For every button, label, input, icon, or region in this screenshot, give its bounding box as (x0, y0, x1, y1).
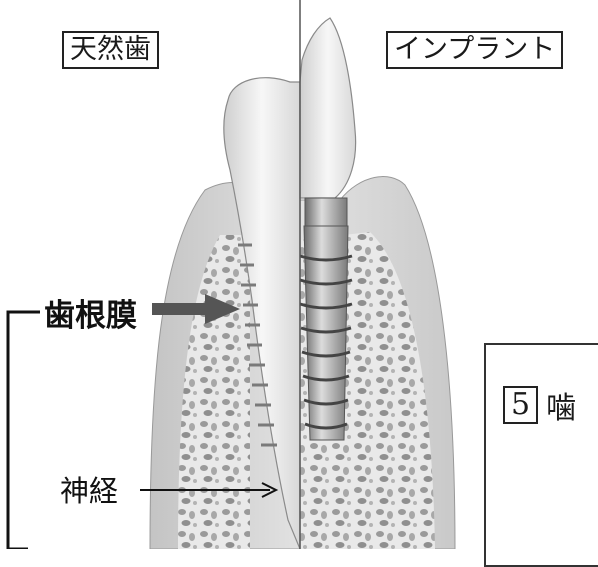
inset-title-text: 噛 (546, 383, 576, 427)
diagram-stage: 天然歯 インプラント 歯根膜 神経 5 噛 (0, 0, 598, 549)
bracket-line (8, 312, 40, 549)
nerve-label: 神経 (60, 468, 118, 510)
implant-abutment (305, 198, 347, 226)
inset-panel (484, 343, 598, 567)
implant-crown (300, 18, 356, 198)
inset-number: 5 (503, 386, 538, 424)
periodontal-ligament-label: 歯根膜 (44, 290, 137, 335)
natural-tooth-label: 天然歯 (62, 31, 159, 69)
inset-title: 5 噛 (503, 383, 576, 427)
implant-label: インプラント (386, 31, 563, 69)
